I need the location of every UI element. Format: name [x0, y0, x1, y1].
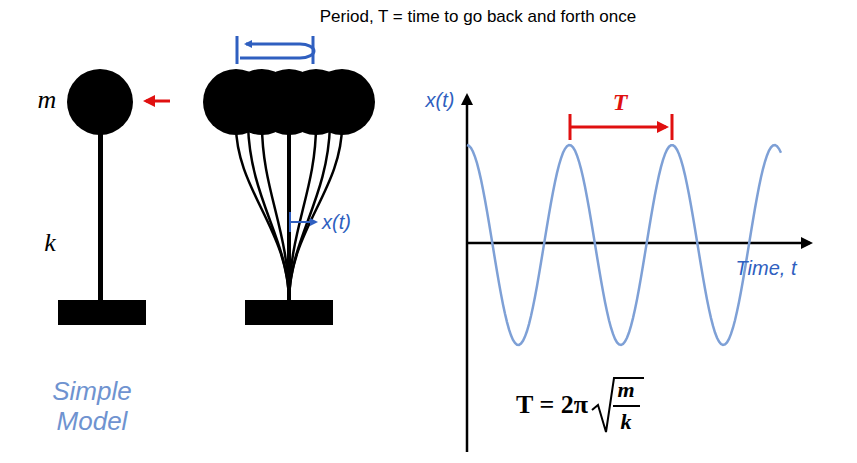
simple-model: [58, 69, 146, 325]
motion-arrow: [146, 100, 170, 103]
diagram-title: Period, T = time to go back and forth on…: [320, 7, 636, 27]
formula-text: m: [617, 377, 634, 402]
formula-text: k: [621, 409, 632, 434]
displacement-graph: [467, 96, 810, 452]
period-label: T: [613, 89, 628, 117]
axis-label: x(t): [426, 89, 455, 112]
formula-radical: [592, 378, 644, 432]
stiffness-label: k: [44, 228, 56, 258]
period-bracket: [237, 36, 314, 64]
formula-text: T = 2π: [516, 390, 588, 420]
displacement-label: x(t): [322, 211, 351, 234]
mass-label: m: [38, 85, 57, 115]
model-caption: Simple Model: [42, 377, 142, 437]
axis-label: Time, t: [736, 257, 797, 280]
oscillating-tree: [203, 69, 375, 325]
